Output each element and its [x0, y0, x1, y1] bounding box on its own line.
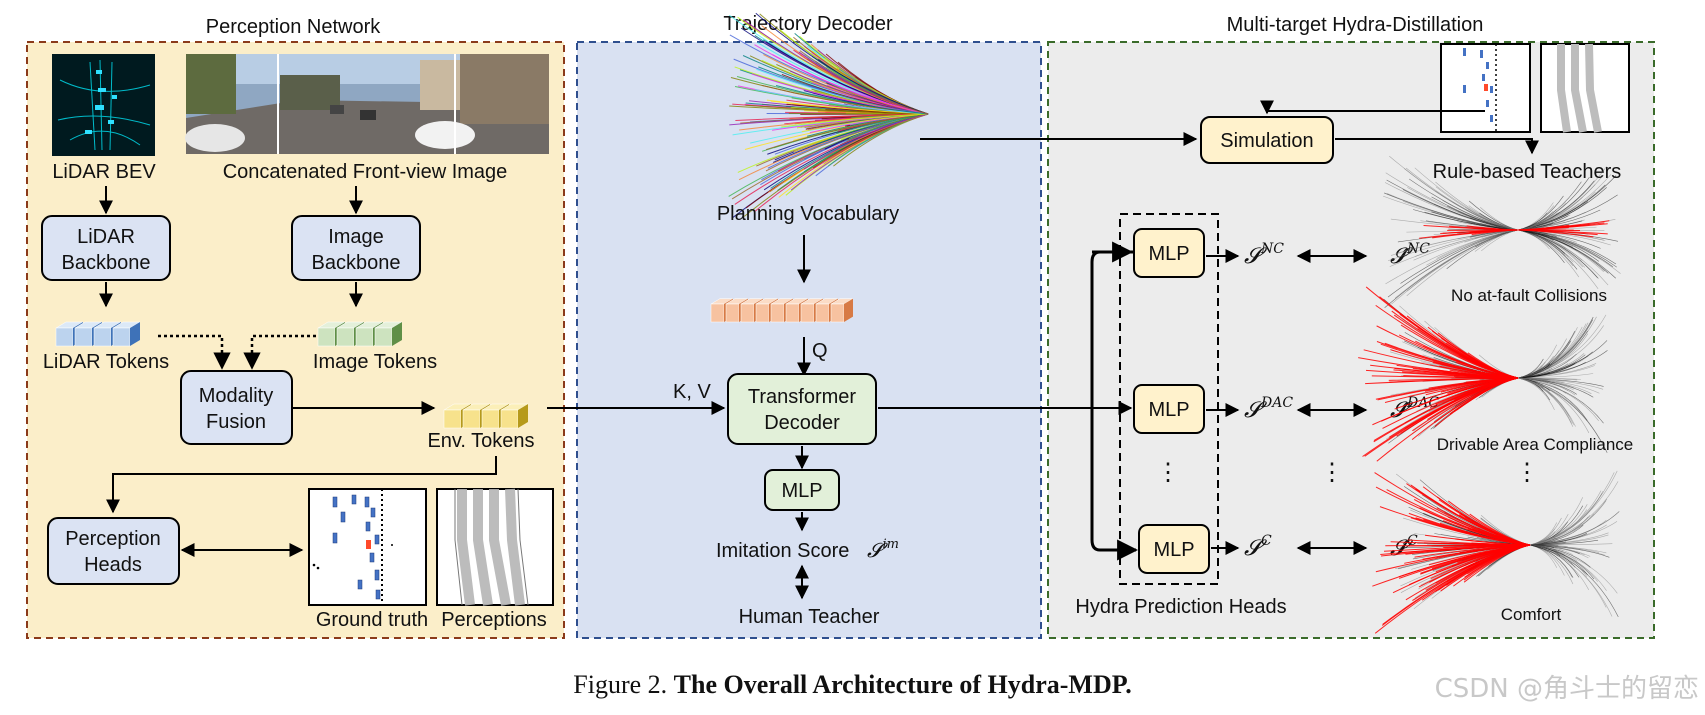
svg-text:Transformer: Transformer — [748, 386, 857, 408]
svg-text:Simulation: Simulation — [1220, 130, 1313, 152]
env-tokens — [443, 403, 529, 429]
rule-teachers-label: Rule-based Teachers — [1433, 161, 1622, 183]
simulation-box: Simulation — [1200, 116, 1334, 164]
env-tokens-label: Env. Tokens — [427, 430, 534, 452]
image-tokens — [317, 321, 403, 347]
watermark: CSDN @角斗士的留恋 — [1434, 674, 1699, 704]
perceptions-map — [436, 488, 554, 606]
perception-heads-box: Perception Heads — [47, 517, 180, 585]
svg-text:Perception: Perception — [65, 528, 161, 550]
front-view-image — [185, 54, 549, 154]
ground-truth-label: Ground truth — [316, 609, 428, 631]
ground-truth-bev — [308, 488, 427, 606]
svg-text:Backbone: Backbone — [312, 252, 401, 274]
teacher-fan-nc — [1383, 155, 1621, 309]
decoder-section — [576, 41, 1042, 639]
mlp-heads-ellipsis: ⋮ — [1156, 459, 1180, 486]
figure-caption: Figure 2. The Overall Architecture of Hy… — [573, 670, 1132, 699]
svg-text:Fusion: Fusion — [206, 411, 266, 433]
teacher-label-nc: No at-fault Collisions — [1451, 286, 1607, 305]
lidar-bev-image — [52, 54, 155, 156]
mlp-head-c: MLP — [1138, 524, 1210, 574]
image-backbone-box: Image Backbone — [291, 215, 421, 281]
scores-ellipsis: ⋮ — [1320, 459, 1344, 486]
teacher-label-dac: Drivable Area Compliance — [1437, 435, 1634, 454]
lidar-bev-label: LiDAR BEV — [52, 161, 156, 183]
lidar-tokens — [55, 321, 141, 347]
teacher-fan-c — [1372, 470, 1620, 634]
svg-text:Backbone: Backbone — [62, 252, 151, 274]
front-view-label: Concatenated Front-view Image — [223, 161, 508, 183]
vocabulary-tokens — [710, 298, 854, 323]
teacher-label-c: Comfort — [1501, 605, 1562, 624]
hydra-heads-label: Hydra Prediction Heads — [1075, 596, 1286, 618]
section-title-perception: Perception Network — [206, 16, 382, 38]
mlp-head-dac: MLP — [1133, 384, 1205, 434]
teachers-ellipsis: ⋮ — [1515, 459, 1539, 486]
mlp-head-nc: MLP — [1133, 228, 1205, 278]
simulation-scene-map — [1540, 43, 1630, 133]
transformer-decoder-box: Transformer Decoder — [727, 373, 877, 445]
svg-text:MLP: MLP — [1148, 399, 1189, 421]
svg-text:Image: Image — [328, 226, 384, 248]
modality-fusion-box: Modality Fusion — [180, 370, 293, 445]
perceptions-label: Perceptions — [441, 609, 547, 631]
svg-text:Decoder: Decoder — [764, 412, 840, 434]
image-tokens-label: Image Tokens — [313, 351, 437, 373]
human-teacher-label: Human Teacher — [739, 606, 880, 628]
decoder-mlp-box: MLP — [764, 469, 840, 511]
svg-text:MLP: MLP — [1153, 539, 1194, 561]
q-label: Q — [812, 340, 828, 362]
svg-text:MLP: MLP — [781, 480, 822, 502]
teacher-fan-dac — [1358, 286, 1608, 462]
lidar-tokens-label: LiDAR Tokens — [43, 351, 169, 373]
svg-text:MLP: MLP — [1148, 243, 1189, 265]
lidar-backbone-box: LiDAR Backbone — [41, 215, 171, 281]
simulation-scene-bev — [1440, 43, 1531, 133]
svg-text:LiDAR: LiDAR — [77, 226, 135, 248]
planning-vocabulary-label: Planning Vocabulary — [717, 203, 899, 225]
svg-text:Heads: Heads — [84, 554, 142, 576]
imitation-score-label: Imitation Score — [716, 540, 849, 562]
svg-text:Modality: Modality — [199, 385, 273, 407]
section-title-distill: Multi-target Hydra-Distillation — [1227, 14, 1484, 36]
kv-label: K, V — [673, 381, 711, 403]
planning-vocabulary-image — [728, 12, 929, 219]
